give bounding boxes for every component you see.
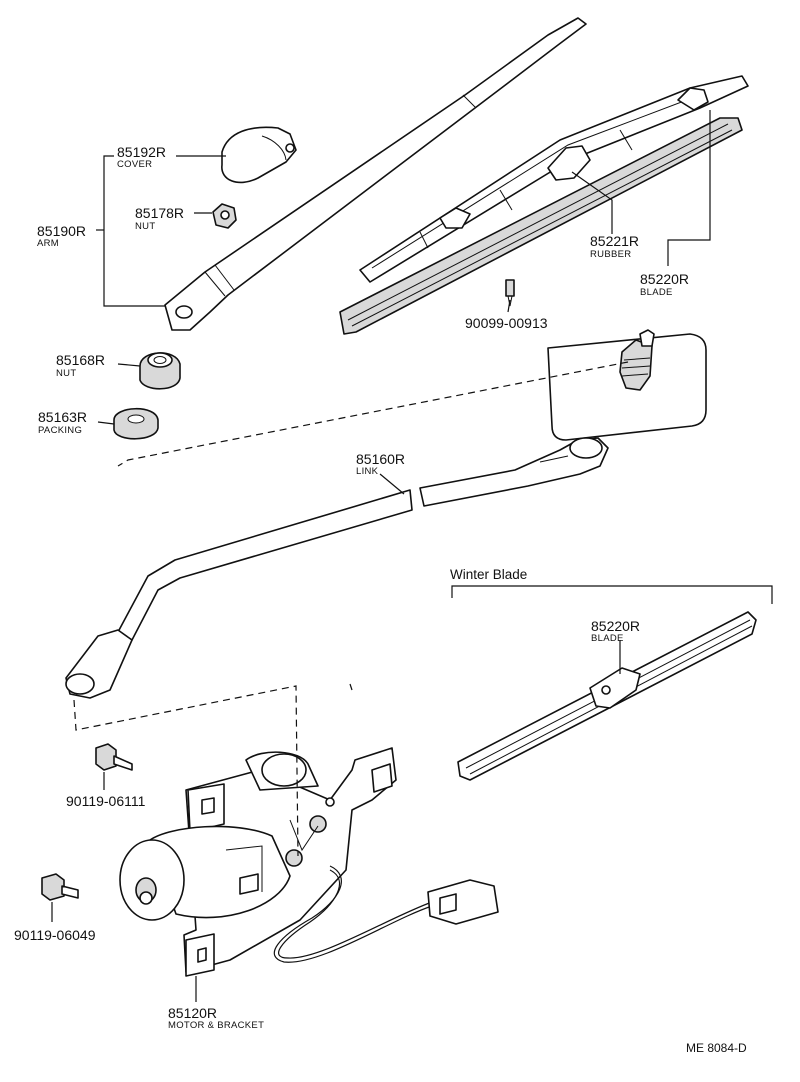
bolt-90119-06049	[41, 873, 79, 901]
label-85163r-number: 85163R	[38, 409, 87, 425]
label-85192r-number: 85192R	[117, 144, 166, 160]
label-85163r-name: PACKING	[38, 425, 82, 436]
label-90099-number: 90099-00913	[465, 315, 548, 331]
label-85190r-name: ARM	[37, 238, 59, 249]
label-winter-85220r-number: 85220R	[591, 618, 640, 634]
small-nut	[212, 203, 237, 229]
label-90119-06049-number: 90119-06049	[14, 927, 96, 943]
leader-85220r	[667, 110, 711, 266]
leader-85190r-bracket	[103, 155, 166, 307]
label-85178r-number: 85178R	[135, 205, 184, 221]
wiper-blade	[359, 75, 749, 283]
dashed-line-pivot	[117, 361, 629, 467]
label-85190r-number: 85190R	[37, 223, 86, 239]
label-winter-85220r-name: BLADE	[591, 633, 624, 644]
label-85120r-name: MOTOR & BRACKET	[168, 1020, 264, 1031]
wiper-link	[65, 437, 609, 699]
blade-rubber	[339, 117, 743, 335]
label-85160r-name: LINK	[356, 466, 379, 477]
label-85220r-name: BLADE	[640, 287, 673, 298]
label-85220r-number: 85220R	[640, 271, 689, 287]
label-85168r-number: 85168R	[56, 352, 105, 368]
dashed-line-motor	[73, 685, 299, 857]
leader-85168r	[117, 363, 141, 367]
pivot-nut	[139, 352, 181, 390]
small-screw	[505, 279, 515, 307]
label-85192r-name: COVER	[117, 159, 152, 170]
label-85178r-name: NUT	[135, 221, 155, 232]
label-90119-06111-number: 90119-06111	[66, 793, 146, 809]
leader-85160r	[379, 473, 405, 495]
winter-blade	[457, 611, 757, 781]
bolt-90119-06111	[95, 743, 133, 771]
diagram-code: ME 8084-D	[686, 1041, 747, 1055]
label-85160r-number: 85160R	[356, 451, 405, 467]
leader-85163r	[97, 421, 115, 425]
packing-washer	[113, 408, 159, 440]
label-85120r-number: 85120R	[168, 1005, 217, 1021]
wiper-arm	[164, 17, 587, 331]
dashed-line-winter	[349, 683, 353, 691]
leader-85221r	[571, 171, 613, 234]
label-85168r-name: NUT	[56, 368, 76, 379]
winter-bracket	[451, 585, 773, 604]
label-85221r-number: 85221R	[590, 233, 639, 249]
arm-cover	[221, 126, 297, 184]
winter-blade-title: Winter Blade	[450, 567, 527, 582]
motor-and-bracket	[119, 747, 499, 977]
pivot-plate	[547, 329, 707, 441]
label-85221r-name: RUBBER	[590, 249, 631, 260]
leader-90099	[507, 299, 511, 313]
